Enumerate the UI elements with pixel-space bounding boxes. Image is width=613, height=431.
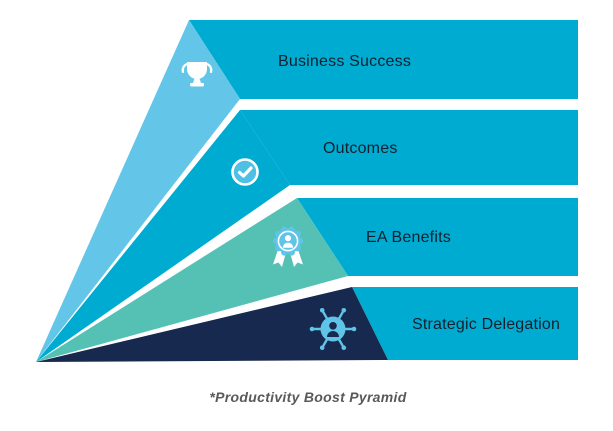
segment-ea-benefits: EA Benefits [36,198,578,362]
segment-triangle [36,287,388,362]
segment-strategic-delegation: Strategic Delegation [36,287,578,362]
segment-outcomes: Outcomes [36,110,578,362]
award-ribbon-icon [272,226,304,267]
trophy-icon [181,62,213,87]
segment-bar [297,198,578,276]
segment-label: EA Benefits [366,229,451,246]
segment-triangle [36,198,348,362]
segment-triangle [36,110,290,362]
network-spokes [312,311,354,347]
segment-bar [352,287,578,360]
segment-bar [240,110,578,185]
person-network-icon [309,308,357,350]
check-circle-icon [231,158,259,186]
segment-label: Outcomes [323,140,398,157]
network-nodes [309,308,357,350]
segment-bar [189,20,578,99]
segment-business-success: Business Success [36,20,578,362]
diagram-caption: *Productivity Boost Pyramid [209,389,406,405]
segment-triangle [36,20,240,362]
segment-label: Strategic Delegation [412,316,560,333]
segment-label: Business Success [278,53,411,70]
